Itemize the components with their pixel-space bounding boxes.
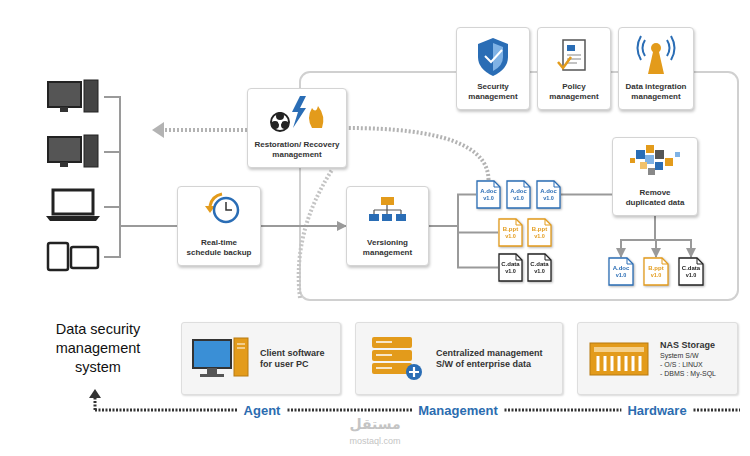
file-icon: A.docv1.0 [536,180,561,209]
file-fold [494,181,500,187]
flow-connector [655,216,691,257]
component-box: Centralized management S/W of enterprise… [355,322,563,395]
file-fold [524,181,530,187]
flow-connector [261,225,346,227]
file-outline [507,181,530,208]
box-label: Real-time schedule backup [183,238,255,258]
box-label: Restoration/ Recovery management [254,140,340,160]
mobile-icon [48,243,98,270]
box-label: Remove duplicated data [620,188,690,208]
layer-label: Management [412,403,503,418]
file-label: v1.0 [686,272,697,279]
file-icon: C.datav1.0 [527,253,552,282]
process-box: Versioning management [346,186,429,266]
system-title: Data security management system [42,320,154,377]
file-fold [627,258,633,264]
file-label: C.data [501,261,519,268]
file-icon: B.pptv1.0 [527,218,552,247]
file-label: v1.0 [513,195,524,202]
file-fold [662,258,668,264]
box-label: Data integration management [621,82,691,102]
file-fold [697,258,703,264]
file-label: v1.0 [534,268,545,275]
file-label: v1.0 [483,195,494,202]
desktop-icon [48,135,98,167]
box-label: NAS Storage [660,340,715,351]
file-label: v1.0 [505,233,516,240]
file-label: v1.0 [543,195,554,202]
module-box: Security management [456,27,530,110]
box-detail: System S/W [660,351,699,360]
file-label: B.ppt [503,226,518,233]
file-outline [499,254,522,281]
file-icon: A.docv1.0 [476,180,501,209]
file-fold [516,219,522,225]
flow-connector [561,194,612,196]
component-box: NAS StorageSystem S/W- O/S : LINUX- DBMS… [577,322,738,395]
file-label: B.ppt [532,226,547,233]
file-icon: C.datav1.0 [678,257,704,286]
module-box: Policy management [537,27,611,110]
file-fold [554,181,560,187]
dotted-curve [299,170,332,298]
file-outline [679,258,703,285]
module-box: Data integration management [618,27,694,110]
file-icon: A.docv1.0 [608,257,634,286]
watermark: mostaql.com [343,436,406,446]
flow-connector [429,195,476,227]
component-box: Client software for user PC [181,322,341,395]
file-label: B.ppt [648,265,663,272]
box-label: Versioning management [351,238,425,258]
file-outline [644,258,668,285]
file-label: A.doc [480,188,497,195]
layer-label: Hardware [621,403,692,418]
box-label: Security management [459,82,527,102]
file-outline [609,258,633,285]
flow-connector [429,226,498,268]
box-label: Policy management [540,82,608,102]
box-label: Centralized management S/W of enterprise… [436,348,558,370]
file-icon: A.docv1.0 [506,180,531,209]
file-outline [528,219,551,246]
process-box: Remove duplicated data [612,137,698,216]
file-icon: C.datav1.0 [498,253,523,282]
file-outline [537,181,560,208]
file-icon: B.pptv1.0 [643,257,669,286]
file-outline [477,181,500,208]
file-outline [528,254,551,281]
flow-connector [621,216,655,257]
file-icon: B.pptv1.0 [498,218,523,247]
file-label: v1.0 [534,233,545,240]
process-box: Restoration/ Recovery management [247,88,347,168]
file-outline [499,219,522,246]
file-label: C.data [530,261,548,268]
restore-flow [347,128,489,180]
device-bracket [104,97,177,257]
desktop-icon [48,80,98,112]
box-detail: - O/S : LINUX [660,360,703,369]
box-label: Client software for user PC [260,348,338,370]
file-fold [516,254,522,260]
laptop-icon [46,190,100,221]
file-fold [545,219,551,225]
file-label: A.doc [510,188,527,195]
file-label: C.data [682,265,700,272]
file-label: v1.0 [616,272,627,279]
box-detail: - DBMS : My-SQL [660,369,716,378]
process-box: Real-time schedule backup [177,186,261,266]
file-label: v1.0 [505,268,516,275]
layer-label: Agent [238,403,287,418]
file-label: A.doc [613,265,630,272]
restore-arrow [152,122,247,138]
watermark: مستقل [343,416,406,432]
file-label: v1.0 [651,272,662,279]
file-label: A.doc [540,188,557,195]
file-fold [545,254,551,260]
